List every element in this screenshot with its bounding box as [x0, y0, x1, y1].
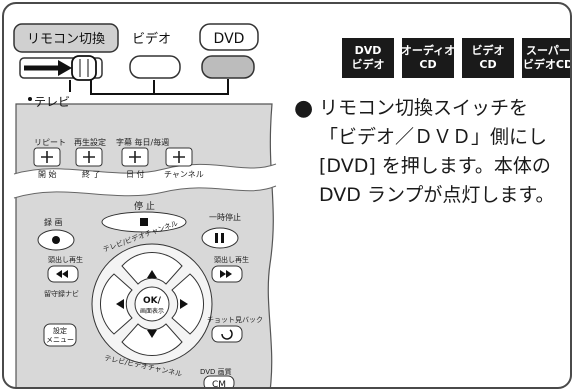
bullet-icon: ● — [294, 96, 314, 121]
start-label: 開 始 — [38, 169, 57, 179]
stop-label: 停 止 — [134, 200, 155, 212]
channel-label: チャンネル — [164, 170, 204, 179]
badge-line: ビデオ — [351, 58, 385, 71]
next-chapter-label: 頭出し再生 — [214, 255, 249, 264]
cm-button[interactable]: CM — [203, 375, 235, 389]
instruction-line: DVD ランプが点灯します。 — [319, 184, 555, 206]
prev-chapter-button[interactable] — [47, 265, 79, 283]
badge-dvd-video: DVD ビデオ — [342, 38, 394, 78]
tv-label: テレビ — [34, 95, 70, 109]
record-label: 録 画 — [44, 217, 63, 227]
setup-label-1: 設定 — [53, 326, 67, 335]
ok-button[interactable]: OK/ 画面表示 — [134, 286, 170, 322]
dvd-button[interactable] — [201, 55, 255, 79]
repeat-button[interactable] — [33, 147, 61, 167]
subtitle-button[interactable] — [121, 147, 149, 167]
channel-up-button[interactable] — [165, 147, 193, 167]
badge-video-cd: ビデオ CD — [462, 38, 514, 78]
badge-super-video-cd: スーパー ビデオCD — [522, 38, 572, 78]
end-label: 終 了 — [82, 169, 101, 179]
down-button[interactable] — [121, 323, 183, 356]
dvd-quality-label: DVD 画質 — [200, 367, 232, 376]
skip-back-label: チョット見バック — [207, 316, 263, 324]
badge-line: CD — [419, 58, 437, 71]
badge-line: オーディオ — [400, 44, 456, 57]
badge-audio-cd: オーディオ CD — [400, 38, 456, 78]
skip-back-button[interactable] — [211, 325, 243, 343]
up-button[interactable] — [121, 252, 183, 285]
cm-label: CM — [212, 380, 226, 389]
play-setting-button[interactable] — [75, 147, 103, 167]
instruction-line: リモコン切換スイッチを — [319, 97, 529, 119]
stop-button[interactable] — [101, 211, 187, 233]
instruction-line: [DVD] を押します。本体の — [319, 155, 551, 177]
setup-label-2: メニュー — [46, 336, 74, 344]
tear-gap — [14, 164, 276, 198]
right-button[interactable] — [171, 273, 204, 335]
next-chapter-button[interactable] — [211, 265, 243, 283]
badge-line: スーパー — [526, 44, 570, 57]
dvd-label: DVD — [214, 31, 245, 47]
subtitle-label: 字幕 毎日/毎週 — [116, 137, 169, 147]
remote-illustration: リピート 再生設定 字幕 毎日/毎週 開 始 終 了 日 付 チャンネル 停 止 — [13, 23, 277, 389]
absent-navi-label: 留守録ナビ — [44, 289, 79, 298]
play-setting-label: 再生設定 — [74, 137, 106, 147]
repeat-label: リピート — [34, 138, 66, 147]
record-button[interactable] — [37, 229, 75, 251]
pause-label: 一時停止 — [209, 212, 241, 222]
prev-chapter-label: 頭出し再生 — [48, 255, 83, 264]
video-label: ビデオ — [132, 31, 171, 47]
date-label: 日 付 — [126, 169, 145, 179]
badge-line: ビデオCD — [522, 58, 572, 71]
setup-menu-button[interactable]: 設定 メニュー — [43, 323, 77, 347]
ok-label-1: OK/ — [143, 296, 162, 306]
remote-switch-label: リモコン切換 — [27, 32, 105, 47]
instruction-text: ● リモコン切換スイッチを 「ビデオ／ＤＶＤ」側にし [DVD] を押します。本… — [289, 94, 570, 210]
video-button[interactable] — [129, 55, 181, 79]
disc-type-badges: DVD ビデオ オーディオ CD ビデオ CD スーパー ビデオCD — [342, 38, 572, 78]
badge-line: DVD — [354, 44, 382, 57]
ok-label-2: 画面表示 — [140, 307, 164, 315]
pause-button[interactable] — [201, 227, 239, 249]
badge-line: ビデオ — [471, 44, 505, 57]
badge-line: CD — [479, 58, 497, 71]
instruction-line: 「ビデオ／ＤＶＤ」側にし — [319, 126, 548, 148]
left-button[interactable] — [100, 273, 133, 335]
remote-switch-slider[interactable] — [19, 55, 103, 81]
